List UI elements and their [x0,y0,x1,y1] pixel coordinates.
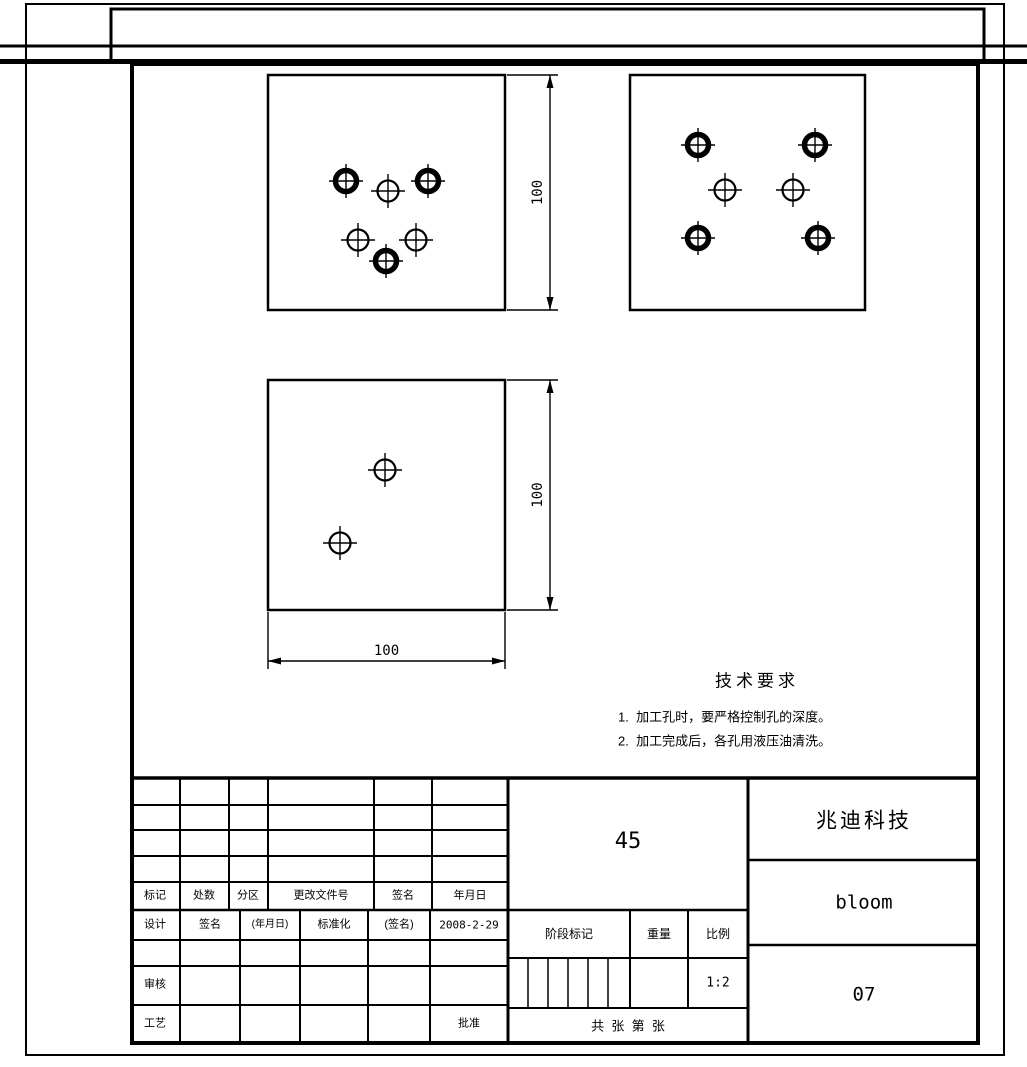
hole-marker [399,223,433,257]
company-name: 兆迪科技 [816,809,912,833]
standardization-date: 2008-2-29 [439,918,499,932]
title-block-grid [130,776,978,1043]
hole-marker [411,164,445,198]
hole-marker [801,221,835,255]
scale-value: 1:2 [706,975,730,991]
hole-circle [801,131,829,159]
hole-circle [684,224,712,252]
part-name: bloom [835,891,893,914]
views-and-dimensions: 100 100 100 [266,73,867,669]
hole-marker [776,173,810,207]
hole-marker [341,223,375,257]
arrowhead [546,297,554,310]
sheet-count-label: 共 张 第 张 [591,1018,665,1034]
process-label: 工艺 [144,1017,166,1030]
stage-mark-label: 阶段标记 [544,927,594,941]
hole-marker [798,128,832,162]
view-plate-top-right [628,73,867,312]
standardization-label: 标准化 [317,918,351,931]
design-label: 设计 [144,918,166,931]
scale-label: 比例 [705,927,731,941]
hole-circle [414,167,442,195]
hole-circle [328,531,352,555]
hole-circle [713,178,737,202]
arrowhead [546,75,554,88]
standardization-signature: (签名) [384,918,414,931]
paper-border [25,3,1005,1056]
arrowhead [492,657,505,665]
approve-label: 批准 [458,1017,480,1030]
arrowhead [546,380,554,393]
dimension-horizontal-2: 100 [267,612,506,669]
revision-header-count: 处数 [193,889,215,902]
hole-circle [376,179,400,203]
hole-circle [372,247,400,275]
dimension-label: 100 [530,180,546,205]
dimension-vertical-0: 100 [507,74,558,311]
view-plate-top-left [266,73,507,312]
main-border [130,62,980,1045]
hole-circle [404,228,428,252]
arrowhead [268,657,281,665]
hole-circle [804,224,832,252]
audit-label: 审核 [144,978,166,991]
design-date: (年月日) [251,919,289,930]
tech-requirements-title: 技术要求 [715,671,799,691]
hole-circle [332,167,360,195]
hole-marker [323,526,357,560]
top-inner-frame [109,7,986,64]
revision-header-signature: 签名 [392,889,414,902]
revision-header-zone: 分区 [237,889,259,902]
revision-header-mark: 标记 [144,889,166,902]
revision-header-date: 年月日 [453,889,487,902]
material-value: 45 [614,829,642,854]
revision-header-docno: 更改文件号 [293,889,349,902]
weight-label: 重量 [646,927,672,941]
arrowhead [546,597,554,610]
hole-marker [371,174,405,208]
hole-circle [781,178,805,202]
view-outline [266,73,507,312]
view-plate-bottom-left [266,378,507,612]
sheet-frame [0,3,1027,1056]
hole-marker [369,244,403,278]
hole-marker [681,128,715,162]
view-outline [266,378,507,612]
design-signature: 签名 [199,918,221,931]
dimension-vertical-1: 100 [507,379,558,611]
tech-requirement-item-1: 1. 加工孔时，要严格控制孔的深度。 [618,709,832,725]
hole-circle [684,131,712,159]
hole-circle [346,228,370,252]
hole-marker [329,164,363,198]
dimension-label: 100 [530,482,546,507]
hole-circle [373,458,397,482]
dimension-label: 100 [374,643,399,659]
hole-marker [708,173,742,207]
hole-marker [681,221,715,255]
tech-requirement-item-2: 2. 加工完成后，各孔用液压油清洗。 [618,733,832,749]
drawing-number: 07 [852,983,876,1006]
hole-marker [368,453,402,487]
view-outline [628,73,867,312]
